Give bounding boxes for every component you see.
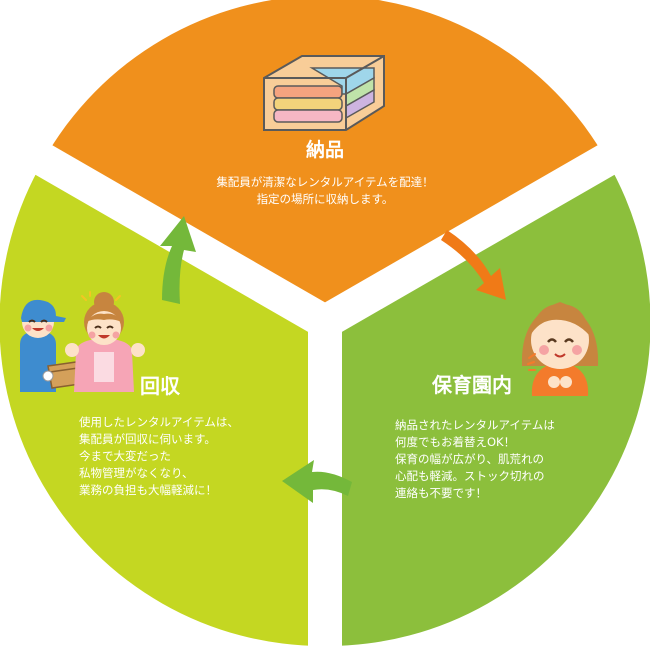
delivery-line: 集配員が清潔なレンタルアイテムを配達！ <box>216 175 433 189</box>
nursery-line: 保育の幅が広がり、肌荒れの <box>395 452 544 466</box>
nursery-line: 納品されたレンタルアイテムは <box>395 418 555 432</box>
delivery-line: 指定の場所に収納します。 <box>257 192 394 206</box>
nursery-line: 連絡も不要です！ <box>395 486 487 500</box>
collection-title: 回収 <box>140 374 181 398</box>
collection-line: 使用したレンタルアイテムは、 <box>79 415 239 429</box>
delivery-title: 納品 <box>306 138 344 161</box>
nursery-line: 心配も軽減。ストック切れの <box>395 469 545 483</box>
arrow-nursery-to-collection-icon <box>282 460 352 503</box>
delivery-staff-and-teacher-icon <box>20 291 145 392</box>
delivery-description: 集配員が清潔なレンタルアイテムを配達！ 指定の場所に収納します。 <box>216 175 433 206</box>
collection-line: 私物管理がなくなり、 <box>79 466 194 480</box>
collection-line: 集配員が回収に伺います。 <box>79 432 216 446</box>
nursery-title: 保育園内 <box>431 373 512 397</box>
smiling-girl-icon <box>521 302 599 396</box>
collection-line: 今まで大変だった <box>79 449 171 463</box>
folded-towels-box-icon <box>263 55 385 131</box>
arrow-collection-to-delivery-icon <box>160 216 196 304</box>
collection-line: 業務の負担も大幅軽減に！ <box>79 483 217 497</box>
collection-description: 使用したレンタルアイテムは、 集配員が回収に伺います。 今まで大変だった 私物管… <box>79 415 239 497</box>
segment-delivery <box>43 0 607 322</box>
nursery-line: 何度でもお着替えOK！ <box>395 435 515 449</box>
nursery-description: 納品されたレンタルアイテムは 何度でもお着替えOK！ 保育の幅が広がり、肌荒れの… <box>395 418 555 500</box>
center-hub <box>307 304 343 340</box>
arrow-delivery-to-nursery-icon <box>441 230 506 300</box>
